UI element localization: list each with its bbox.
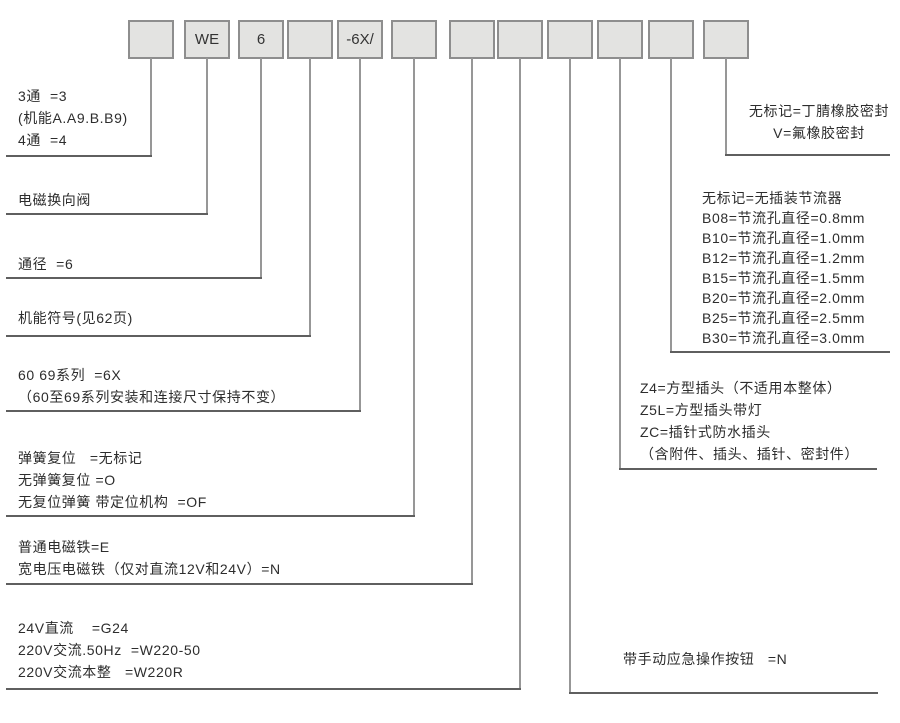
text-line: 机能符号(见62页)	[18, 310, 133, 326]
label-series: 60 69系列 =6X （60至69系列安装和连接尺寸保持不变）	[18, 364, 285, 408]
label-voltage: 24V直流 =G24 220V交流.50Hz =W220-50 220V交流本整…	[18, 617, 201, 683]
text-line: B30=节流孔直径=3.0mm	[702, 330, 866, 346]
label-throttle: 无标记=无插装节流器 B08=节流孔直径=0.8mm B10=节流孔直径=1.0…	[702, 188, 865, 348]
pointer-line-valve	[6, 213, 208, 215]
leader-line-3	[260, 58, 262, 277]
text-line: B15=节流孔直径=1.5mm	[702, 270, 866, 286]
pointer-line-manual	[569, 692, 878, 694]
label-ways: 3通 =3 (机能A.A9.B.B9) 4通 =4	[18, 85, 128, 151]
leader-line-11	[670, 58, 672, 351]
text-line: B12=节流孔直径=1.2mm	[702, 250, 866, 266]
leader-line-4	[309, 58, 311, 335]
text-line: ZC=插针式防水插头	[640, 424, 771, 440]
leader-line-12	[725, 58, 727, 154]
text-line: 无弹簧复位 =O	[18, 472, 116, 488]
text-line: 无复位弹簧 带定位机构 =OF	[18, 494, 207, 510]
leader-line-8	[519, 58, 521, 688]
text-line: B08=节流孔直径=0.8mm	[702, 210, 866, 226]
label-spool-symbol: 机能符号(见62页)	[18, 307, 133, 329]
pointer-line-plug	[619, 468, 877, 470]
text-line: B10=节流孔直径=1.0mm	[702, 230, 866, 246]
label-plug-type: Z4=方型插头（不适用本整体） Z5L=方型插头带灯 ZC=插针式防水插头 （含…	[640, 377, 859, 465]
code-box-5: -6X/	[337, 20, 383, 59]
pointer-line-size	[6, 277, 262, 279]
pointer-line-symbol	[6, 335, 311, 337]
text-line: 220V交流.50Hz =W220-50	[18, 642, 201, 658]
pointer-line-voltage	[6, 688, 521, 690]
text-line: 4通 =4	[18, 132, 68, 148]
text-line: 电磁换向阀	[18, 192, 91, 208]
leader-line-10	[619, 58, 621, 468]
label-spring-return: 弹簧复位 =无标记 无弹簧复位 =O 无复位弹簧 带定位机构 =OF	[18, 447, 207, 513]
text-line: Z4=方型插头（不适用本整体）	[640, 380, 842, 396]
text-line: 无标记=无插装节流器	[702, 190, 843, 206]
code-box-7	[449, 20, 495, 59]
text-line: (机能A.A9.B.B9)	[18, 110, 128, 126]
pointer-line-solenoid	[6, 583, 473, 585]
label-manual-override: 带手动应急操作按钮 =N	[623, 648, 787, 670]
text-line: 无标记=丁腈橡胶密封	[748, 103, 890, 119]
leader-line-1	[150, 58, 152, 155]
text-line: 3通 =3	[18, 88, 68, 104]
pointer-line-ways	[6, 155, 152, 157]
code-box-1	[128, 20, 174, 59]
pointer-line-throttle	[670, 351, 890, 353]
text-line: 220V交流本整 =W220R	[18, 664, 184, 680]
text-line: 宽电压电磁铁（仅对直流12V和24V）=N	[18, 561, 281, 577]
code-box-8	[497, 20, 543, 59]
leader-line-5	[359, 58, 361, 410]
code-box-3: 6	[238, 20, 284, 59]
label-size: 通径 =6	[18, 253, 73, 275]
code-box-11	[648, 20, 694, 59]
text-line: 弹簧复位 =无标记	[18, 450, 143, 466]
label-valve-type: 电磁换向阀	[18, 189, 91, 211]
label-solenoid-type: 普通电磁铁=E 宽电压电磁铁（仅对直流12V和24V）=N	[18, 536, 281, 580]
text-line: 带手动应急操作按钮 =N	[623, 651, 788, 667]
text-line: Z5L=方型插头带灯	[640, 402, 763, 418]
text-line: 60 69系列 =6X	[18, 367, 122, 383]
code-box-4	[287, 20, 333, 59]
text-line: 通径 =6	[18, 256, 74, 272]
leader-line-9	[569, 58, 571, 692]
label-seal: 无标记=丁腈橡胶密封 V=氟橡胶密封	[741, 100, 897, 144]
leader-line-6	[413, 58, 415, 515]
pointer-line-series	[6, 410, 361, 412]
text-line: 普通电磁铁=E	[18, 539, 110, 555]
leader-line-7	[471, 58, 473, 583]
pointer-line-seal	[725, 154, 890, 156]
code-box-6	[391, 20, 437, 59]
text-line: （60至69系列安装和连接尺寸保持不变）	[18, 389, 286, 405]
code-box-9	[547, 20, 593, 59]
pointer-line-spring	[6, 515, 415, 517]
text-line: B25=节流孔直径=2.5mm	[702, 310, 866, 326]
code-box-12	[703, 20, 749, 59]
text-line: 24V直流 =G24	[18, 620, 129, 636]
leader-line-2	[206, 58, 208, 213]
code-box-10	[597, 20, 643, 59]
text-line: （含附件、插头、插针、密封件）	[640, 446, 859, 462]
code-box-2: WE	[184, 20, 230, 59]
text-line: B20=节流孔直径=2.0mm	[702, 290, 866, 306]
text-line: V=氟橡胶密封	[773, 125, 865, 141]
